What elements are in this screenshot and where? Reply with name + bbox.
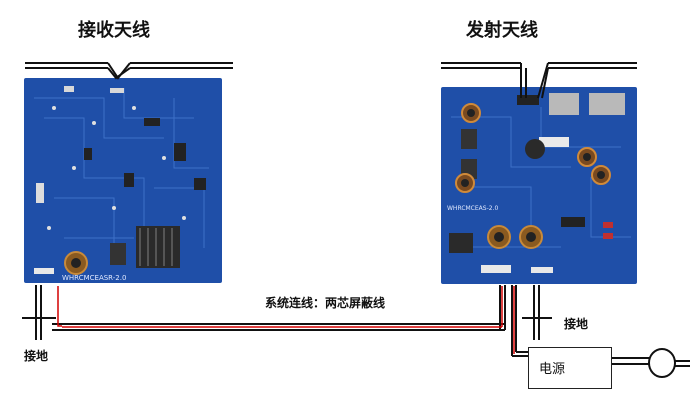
ground-left-symbol [22,285,56,340]
system-cable [52,285,528,357]
system-cable-label: 系统连线：两芯屏蔽线 [265,296,386,310]
power-supply-label: 电源 [539,362,566,377]
transmitter-silkscreen: WHRCMCEAS-2.0 [447,205,499,212]
receive-antenna-lines [25,62,233,80]
ground-right-symbol [522,285,552,340]
transmit-antenna-label: 发射天线 [466,20,538,41]
plug-icon [648,348,676,378]
receive-antenna-label: 接收天线 [78,20,150,41]
receiver-board-graphic [24,78,222,283]
transmitter-board-graphic [441,87,637,284]
receiver-silkscreen: WHRCMCEASR-2.0 [62,274,127,282]
ground-left-label: 接地 [24,349,49,363]
receiver-board [24,78,222,283]
signal-wire [57,286,515,354]
ground-right-label: 接地 [564,317,589,331]
transmit-antenna-lines [441,62,637,99]
transmitter-board [441,87,637,284]
power-supply-box: 电源 [528,347,612,389]
